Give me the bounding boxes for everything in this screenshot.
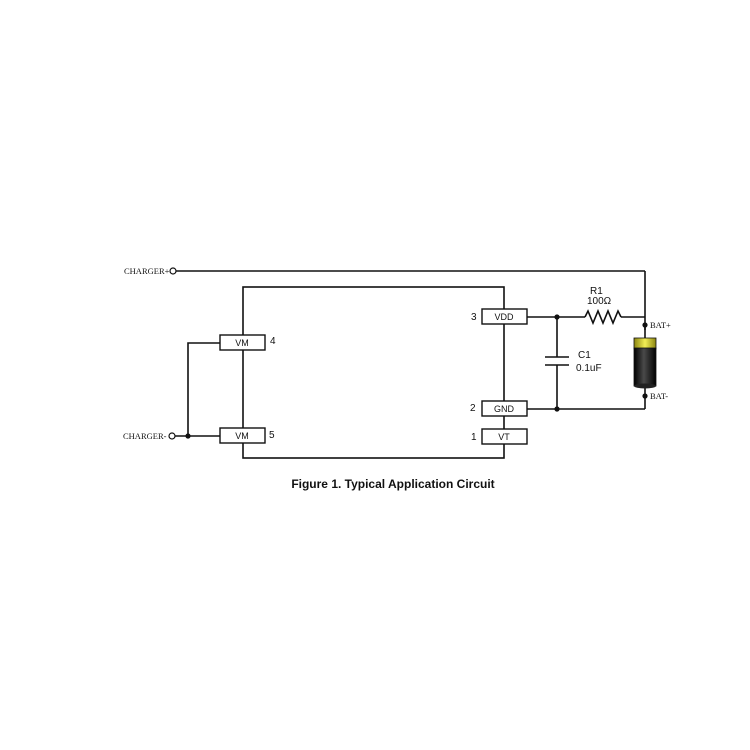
capacitor-value: 0.1uF — [576, 363, 602, 374]
charger-plus-terminal — [169, 267, 177, 275]
charger-minus-terminal — [168, 432, 176, 440]
bat-plus-node — [642, 322, 648, 328]
vm-link-wire — [187, 342, 220, 436]
battery-top-band — [633, 337, 657, 350]
gnd-junction — [554, 406, 560, 412]
pin1-box — [481, 428, 528, 445]
pin3-box — [481, 308, 528, 325]
resistor-symbol — [584, 308, 622, 326]
vdd-junction — [554, 314, 560, 320]
pin5-number: 5 — [269, 430, 275, 441]
vm-junction — [185, 433, 191, 439]
pin2-label: GND — [494, 404, 515, 414]
pin4-number: 4 — [270, 336, 276, 347]
pin5-label: VM — [235, 431, 249, 441]
pin2-box — [481, 400, 528, 417]
bat-plus-label: BAT+ — [650, 320, 671, 330]
pin1-label: VT — [498, 432, 510, 442]
pin3-label: VDD — [494, 312, 514, 322]
pin1-number: 1 — [471, 432, 477, 443]
resistor-value: 100Ω — [587, 296, 612, 307]
battery-body — [633, 347, 657, 387]
ic-body — [242, 286, 505, 459]
figure-caption: Figure 1. Typical Application Circuit — [291, 477, 494, 491]
pin5-box — [219, 427, 266, 444]
resistor-ref: R1 — [590, 286, 603, 297]
pin4-label: VM — [235, 338, 249, 348]
bat-minus-label: BAT- — [650, 391, 668, 401]
charger-minus-label: CHARGER- — [123, 431, 167, 441]
battery-bottom-cap — [634, 383, 656, 389]
charger-plus-label: CHARGER+ — [124, 266, 170, 276]
pin4-box — [219, 334, 266, 351]
pin3-number: 3 — [471, 312, 477, 323]
capacitor-ref: C1 — [578, 350, 591, 361]
bat-minus-node — [642, 393, 648, 399]
pin2-number: 2 — [470, 403, 476, 414]
